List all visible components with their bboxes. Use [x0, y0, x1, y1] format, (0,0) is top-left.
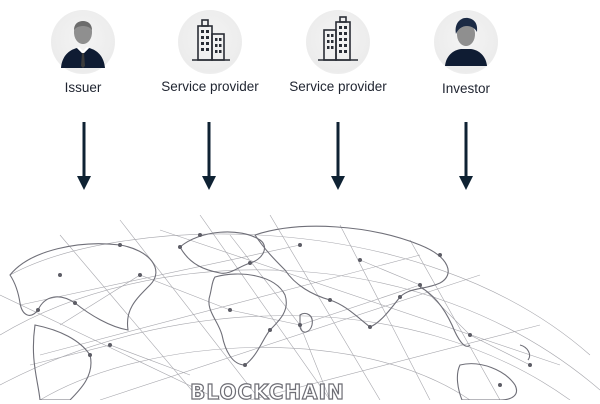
office-building-icon	[192, 19, 230, 61]
actor-label: Service provider	[289, 79, 387, 94]
down-arrow-icon	[202, 122, 216, 190]
world-network-globe-icon	[0, 215, 600, 400]
businessman-icon	[61, 21, 105, 68]
person-icon	[445, 17, 487, 66]
down-arrow-icon	[77, 122, 91, 190]
blockchain-label: BLOCKCHAIN	[190, 379, 345, 404]
service-provider-2-icon-background	[306, 10, 370, 74]
actor-label: Service provider	[161, 79, 259, 94]
down-arrow-icon	[459, 122, 473, 190]
down-arrow-icon	[331, 122, 345, 190]
actor-label: Investor	[441, 81, 491, 96]
service-provider-1-icon-background	[178, 10, 242, 74]
actor-label: Issuer	[64, 80, 102, 95]
office-building-icon	[318, 16, 358, 61]
